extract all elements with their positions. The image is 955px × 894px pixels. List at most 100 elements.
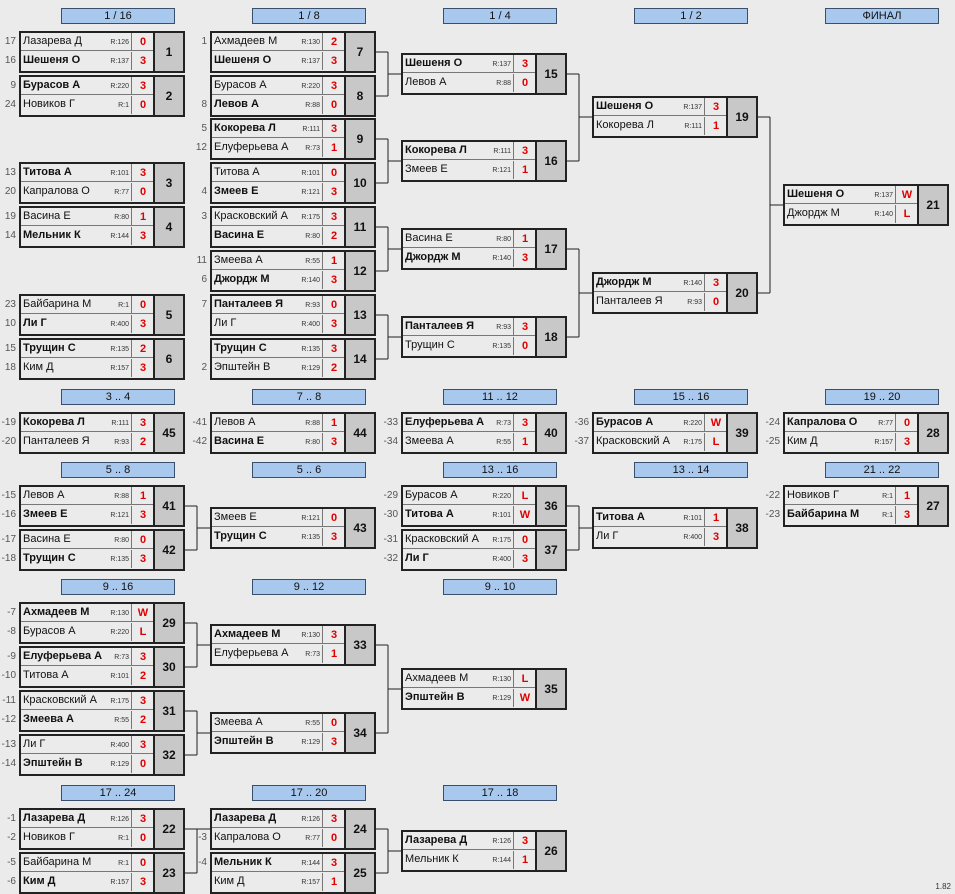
player-score: L [131, 623, 154, 641]
match-number: 17 [535, 230, 565, 268]
player-rating: R:73 [305, 651, 320, 658]
seed-number: -31 [383, 534, 398, 545]
match-number: 5 [153, 296, 183, 334]
player-score: W [895, 186, 918, 204]
player-rating: R:88 [114, 493, 129, 500]
player-rating: R:93 [305, 302, 320, 309]
seed-number: -4 [198, 857, 207, 868]
player-name: Левов А [214, 98, 259, 110]
player-score: 2 [322, 359, 345, 377]
match-number: 19 [726, 98, 756, 136]
player-rating: R:73 [496, 420, 511, 427]
match-number: 7 [344, 33, 374, 71]
player-score: 3 [322, 315, 345, 333]
seed-number: -2 [7, 832, 16, 843]
player-rating: R:157 [874, 439, 893, 446]
seed-number: 4 [201, 186, 207, 197]
seed-number: 7 [201, 299, 207, 310]
player-score: L [704, 433, 727, 451]
player-score: 2 [131, 433, 154, 451]
player-rating: R:137 [110, 58, 129, 65]
player-score: 0 [322, 509, 345, 527]
player-rating: R:135 [492, 343, 511, 350]
player-name: Мельник К [23, 229, 81, 241]
player-name: Васина Е [214, 435, 265, 447]
player-name: Левов А [405, 76, 447, 88]
player-score: 3 [513, 318, 536, 336]
player-score: 3 [322, 854, 345, 872]
seed-number: 5 [201, 123, 207, 134]
player-name: Лазарева Д [214, 812, 277, 824]
player-rating: R:1 [118, 835, 129, 842]
player-score: 1 [131, 487, 154, 505]
seed-number: -13 [1, 739, 16, 750]
player-name: Кокорева Л [23, 416, 85, 428]
player-name: Васина Е [23, 210, 71, 222]
player-score: 2 [131, 667, 154, 685]
player-rating: R:144 [110, 233, 129, 240]
seed-number: 17 [4, 36, 16, 47]
player-name: Трущин С [405, 339, 455, 351]
seed-number: -22 [765, 490, 780, 501]
player-score: 0 [322, 296, 345, 314]
section-header: 19 .. 20 [825, 389, 939, 405]
